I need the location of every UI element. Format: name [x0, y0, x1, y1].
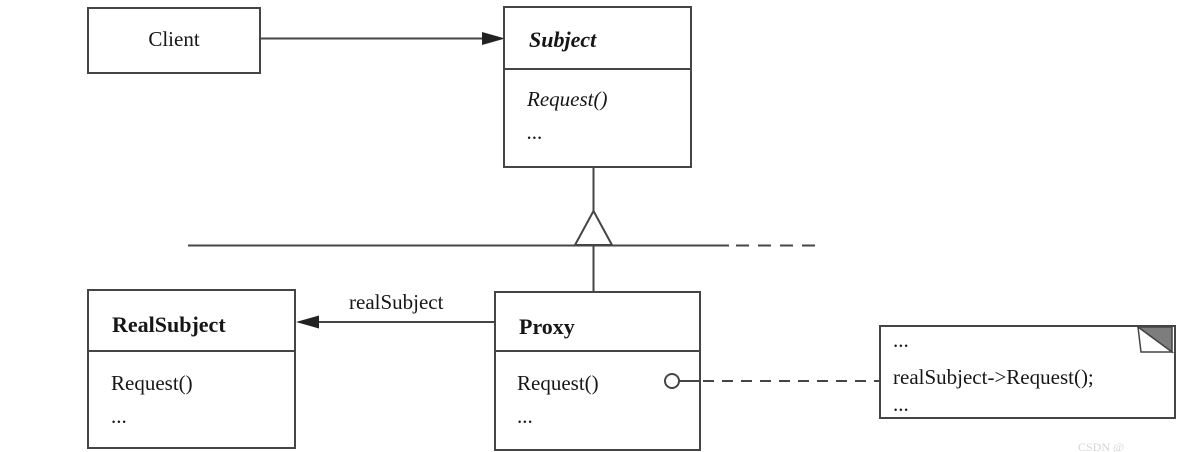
real-subject-reference-label: realSubject — [349, 290, 444, 314]
anchor-circle-icon — [664, 373, 680, 389]
note-connector — [664, 373, 879, 389]
note-line-3: ... — [893, 392, 909, 416]
real-subject-method-label: Request() — [111, 371, 193, 395]
arrowhead-right-icon — [482, 32, 505, 45]
subject-name-label: Subject — [529, 27, 597, 52]
client-box — [87, 7, 261, 74]
watermark: CSDN @ — [1078, 440, 1124, 452]
note-line-2: realSubject->Request(); — [893, 365, 1094, 389]
client-name-label: Client — [148, 27, 199, 51]
subject-class: Subject Request() ... — [503, 6, 692, 168]
note-fold-flap-icon — [1137, 325, 1175, 353]
real-subject-ellipsis-label: ... — [111, 404, 127, 428]
subject-method-label: Request() — [526, 87, 607, 111]
proxy-method-label: Request() — [517, 371, 599, 395]
proxy-ellipsis-label: ... — [517, 404, 533, 428]
real-subject-box — [87, 289, 296, 449]
real-subject-name-label: RealSubject — [112, 312, 226, 337]
proxy-box — [494, 291, 701, 451]
inheritance-triangle-icon — [573, 208, 614, 246]
inheritance-connector — [188, 167, 823, 292]
client-class: Client — [87, 7, 261, 74]
subject-ellipsis-label: ... — [527, 120, 543, 144]
note-box — [879, 325, 1176, 419]
real-subject-class: RealSubject Request() ... — [87, 289, 296, 449]
note-line-1: ... — [893, 328, 909, 352]
client-to-subject-arrow — [260, 32, 505, 45]
subject-box — [503, 6, 692, 168]
proxy-to-real-subject-arrow: realSubject — [296, 290, 495, 329]
proxy-name-label: Proxy — [519, 314, 575, 339]
arrowhead-left-icon — [296, 315, 319, 329]
proxy-class: Proxy Request() ... — [494, 291, 701, 451]
code-note: ... realSubject->Request(); ... — [879, 325, 1176, 419]
